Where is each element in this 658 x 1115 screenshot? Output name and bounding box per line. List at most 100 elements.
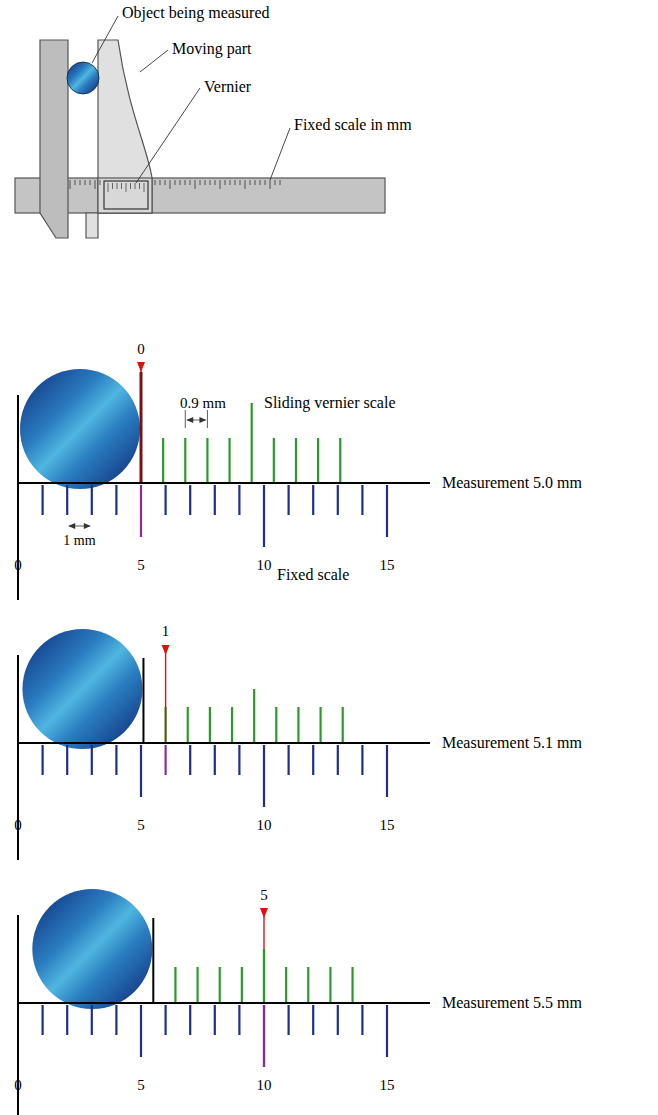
vernier-tick — [339, 438, 341, 482]
fixed-scale-tick — [263, 1005, 265, 1067]
fixed-scale-tick — [115, 1005, 117, 1035]
label: 15 — [378, 556, 397, 574]
fixed-scale-tick — [337, 485, 339, 515]
fixed-scale-tick — [361, 485, 363, 515]
fixed-scale-tick — [386, 485, 388, 537]
fixed-scale-tick — [288, 1005, 290, 1035]
label: 5 — [135, 816, 147, 834]
fixed-scale-tick — [214, 485, 216, 515]
ruler-tick — [245, 180, 246, 189]
label: Vernier — [202, 78, 253, 96]
vernier-tick — [196, 967, 198, 1002]
scale-panel — [18, 362, 430, 600]
alignment-pointer — [165, 645, 166, 742]
vernier-tick — [219, 967, 221, 1002]
ruler-tick — [85, 180, 86, 185]
vernier-tick — [184, 438, 186, 482]
ruler-tick — [205, 180, 206, 185]
vernier-tick — [253, 689, 255, 742]
dimension-extension — [185, 410, 186, 428]
label: 0.9 mm — [178, 394, 228, 412]
alignment-pointer — [263, 908, 264, 1002]
label: 10 — [255, 816, 274, 834]
label: 10 — [255, 556, 274, 574]
ruler-tick — [250, 180, 251, 185]
baseline — [18, 742, 430, 744]
vernier-tick — [108, 183, 109, 192]
measured-object — [22, 629, 142, 749]
fixed-scale-tick — [115, 485, 117, 515]
fixed-scale-tick — [238, 745, 240, 775]
label: 5 — [135, 1076, 147, 1094]
ruler-tick — [155, 180, 156, 185]
leader-lines — [92, 16, 290, 183]
fixed-scale-tick — [165, 485, 167, 515]
fixed-scale-tick — [41, 1005, 43, 1035]
vernier-tick — [228, 438, 230, 482]
dimension-extension — [207, 410, 208, 428]
vernier-tick — [117, 183, 118, 189]
fixed-scale-tick — [263, 745, 265, 807]
vernier-tick — [297, 707, 299, 742]
fixed-scale-tick — [361, 1005, 363, 1035]
vernier-tick — [351, 967, 353, 1002]
vernier-tick — [295, 438, 297, 482]
fixed-scale-tick — [165, 1005, 167, 1035]
ruler-tick — [200, 180, 201, 185]
scale-panels — [18, 362, 430, 1115]
vernier-tick — [329, 967, 331, 1002]
ruler-tick — [275, 180, 276, 185]
vernier-tick — [263, 949, 265, 1002]
fixed-jaw — [40, 40, 68, 238]
label: Moving part — [170, 40, 254, 58]
label: 0 — [12, 556, 24, 574]
label: Fixed scale in mm — [292, 116, 414, 134]
dimension-arrow — [68, 523, 75, 529]
ruler-tick — [170, 180, 171, 189]
vernier-tick — [273, 438, 275, 482]
fixed-scale-tick — [386, 1005, 388, 1057]
fixed-scale-tick — [66, 745, 68, 775]
fixed-scale-tick — [91, 745, 93, 775]
vernier-zero-line — [140, 372, 143, 482]
vernier-tick — [307, 967, 309, 1002]
fixed-scale-tick — [312, 745, 314, 775]
alignment-pointer — [140, 362, 141, 482]
moving-jaw-face — [152, 918, 154, 1002]
fixed-scale-tick — [140, 485, 142, 537]
fixed-scale-tick — [91, 1005, 93, 1035]
label: 0 — [12, 816, 24, 834]
vernier-tick — [231, 707, 233, 742]
fixed-bar — [15, 178, 385, 213]
vernier-tick — [130, 183, 131, 189]
ruler-tick — [195, 180, 196, 189]
fixed-scale-tick — [140, 1005, 142, 1057]
label: Object being measured — [120, 4, 272, 22]
ruler-tick — [165, 180, 166, 185]
label: 5 — [135, 556, 147, 574]
ruler-tick — [210, 180, 211, 185]
label: Measurement 5.5 mm — [440, 994, 584, 1012]
baseline — [18, 482, 430, 484]
vernier-tick — [135, 183, 136, 189]
slider — [98, 178, 152, 213]
aligned-fixed-tick — [263, 1005, 265, 1067]
measured-object — [20, 369, 140, 489]
ruler-tick — [215, 180, 216, 185]
fixed-scale-tick — [41, 745, 43, 775]
ruler-tick — [270, 180, 271, 189]
ruler-tick — [75, 180, 76, 185]
label: Measurement 5.1 mm — [440, 734, 584, 752]
fixed-scale-tick — [189, 485, 191, 515]
fixed-scale-tick — [337, 1005, 339, 1035]
ruler-tick — [160, 180, 161, 185]
fixed-scale-tick — [288, 745, 290, 775]
vernier-tick — [206, 438, 208, 482]
scale-panel — [18, 889, 430, 1115]
vernier-tick — [285, 967, 287, 1002]
fixed-scale-tick — [312, 485, 314, 515]
vernier-tick — [275, 707, 277, 742]
vernier-tick — [112, 183, 113, 189]
vernier-tick — [187, 707, 189, 742]
